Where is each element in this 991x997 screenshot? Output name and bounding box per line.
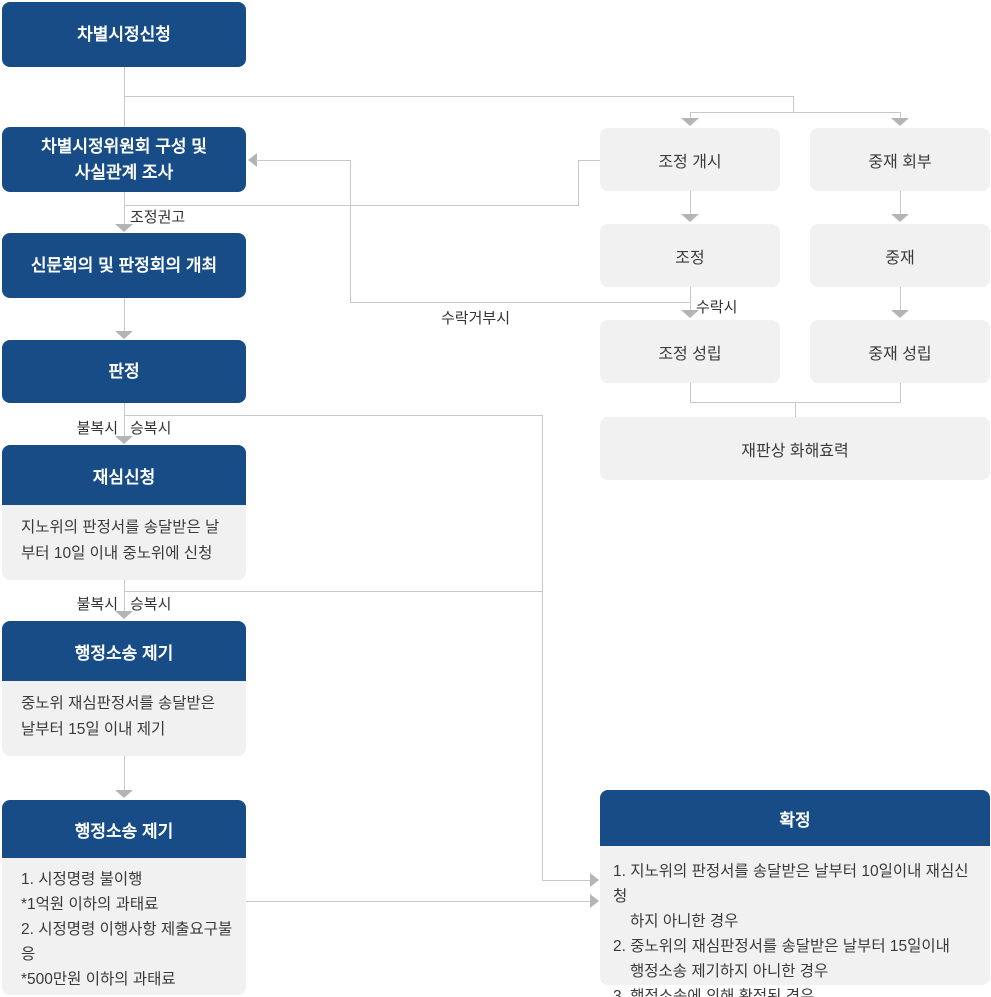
connector-obey2-h [124, 591, 543, 592]
node-mediation-start: 조정 개시 [600, 128, 780, 191]
connector-reject-h2 [350, 302, 690, 303]
connector-reject-v [350, 160, 351, 303]
connector-recommend-into-mediation-start [578, 160, 600, 161]
arrowhead-down-decision [115, 331, 133, 339]
node-description: 지노위의 판정서를 송달받은 날 부터 10일 이내 중노위에 신청 [2, 505, 246, 580]
edge-label-obey-2: 승복시 [130, 596, 172, 613]
edge-label-acceptance: 수락시 [696, 299, 738, 316]
node-title: 확정 [600, 790, 990, 846]
arrowhead-down-arbitration-settlement [891, 310, 909, 318]
node-title: 판정 [108, 361, 140, 381]
node-title: 중재 회부 [868, 153, 932, 171]
node-confirmation: 확정 1. 지노위의 판정서를 송달받은 날부터 10일이내 재심신청 하지 아… [600, 790, 990, 997]
description-line: 행정소송 제기하지 아니한 경우 [630, 963, 829, 980]
connector-obey-merge-v [542, 415, 543, 881]
arrowhead-down-retrial [115, 436, 133, 444]
connector-decision-to-retrial [124, 403, 125, 437]
connector-recommend-v [578, 160, 579, 206]
node-arbitration: 중재 [810, 224, 990, 287]
edge-label-rejection: 수락거부시 [441, 310, 511, 327]
connector-top-branch-h [124, 96, 794, 97]
connector-referral-to-arbitration [900, 191, 901, 216]
description-line: 날부터 15일 이내 제기 [21, 721, 166, 738]
description-line: 지노위의 판정서를 송달받은 날 [21, 519, 220, 536]
arrowhead-down-mediation [681, 214, 699, 222]
node-title: 조정 개시 [658, 153, 722, 171]
node-admin-lawsuit-2: 행정소송 제기 1. 시정명령 불이행 *1억원 이하의 과태료 2. 시정명령… [2, 800, 246, 995]
node-mediation: 조정 [600, 224, 780, 287]
arrowhead-down-arbitration [891, 214, 909, 222]
arrowhead-right-confirmation-2 [590, 894, 599, 908]
connector-recommend-h [124, 205, 579, 206]
description-line: *1억원 이하의 과태료 [21, 896, 159, 913]
connector-to-mediation-start [690, 112, 691, 120]
node-title-line2: 사실관계 조사 [74, 162, 174, 182]
arrowhead-down-mediation-settlement [681, 310, 699, 318]
connector-settlement-merge-left [690, 383, 691, 403]
connector-committee-to-hearing [124, 192, 125, 225]
edge-label-disobey-2: 불복시 [76, 596, 118, 613]
arrowhead-down-arbitration-referral [891, 118, 909, 126]
arrowhead-right-confirmation-1 [590, 873, 599, 887]
node-admin-lawsuit-1: 행정소송 제기 중노위 재심판정서를 송달받은 날부터 15일 이내 제기 [2, 621, 246, 756]
node-description: 1. 지노위의 판정서를 송달받은 날부터 10일이내 재심신청 하지 아니한 … [600, 846, 990, 997]
connector-apply-to-committee [124, 67, 125, 127]
arrowhead-down-mediation-start [681, 118, 699, 126]
node-title: 재판상 화해효력 [741, 442, 849, 460]
node-title: 조정 [675, 249, 705, 267]
node-description: 중노위 재심판정서를 송달받은 날부터 15일 이내 제기 [2, 681, 246, 756]
node-mediation-settlement: 조정 성립 [600, 320, 780, 383]
node-title: 조정 성립 [658, 345, 722, 363]
node-discrimination-application: 차별시정신청 [2, 2, 246, 67]
node-hearing-meeting: 신문회의 및 판정회의 개최 [2, 233, 246, 298]
node-judicial-settlement-effect: 재판상 화해효력 [600, 417, 990, 480]
node-decision: 판정 [2, 340, 246, 403]
connector-to-judicial-effect [795, 402, 796, 417]
node-arbitration-settlement: 중재 성립 [810, 320, 990, 383]
node-title: 중재 성립 [868, 345, 932, 363]
description-line: 2. 시정명령 이행사항 제출요구불응 [21, 921, 233, 963]
connector-settlement-merge-right [900, 383, 901, 403]
node-title: 재심신청 [2, 445, 246, 505]
arrowhead-down-lawsuit1 [115, 611, 133, 619]
edge-label-mediation-recommendation: 조정권고 [130, 209, 186, 226]
node-description: 1. 시정명령 불이행 *1억원 이하의 과태료 2. 시정명령 이행사항 제출… [2, 858, 246, 995]
connector-split-h [690, 112, 901, 113]
connector-top-branch-v [793, 96, 794, 112]
description-line: 1. 시정명령 불이행 [21, 871, 143, 888]
node-title: 차별시정신청 [77, 24, 171, 44]
node-title-line1: 차별시정위원회 구성 및 [41, 137, 207, 156]
connector-reject-h1 [256, 160, 350, 161]
arrowhead-down-hearing [115, 224, 133, 232]
connector-obey1-h [124, 415, 543, 416]
description-line: 부터 10일 이내 중노위에 신청 [21, 545, 213, 562]
connector-mediation-start-to-mediation [690, 191, 691, 216]
connector-to-confirmation-1 [542, 880, 590, 881]
description-line: 3. 행정소송에 의해 확정된 경우 [613, 988, 815, 997]
node-arbitration-referral: 중재 회부 [810, 128, 990, 191]
connector-mediation-to-settlement [690, 287, 691, 312]
description-line: *500만원 이하의 과태료 [21, 971, 176, 988]
edge-label-obey-1: 승복시 [130, 420, 172, 437]
node-committee-formation: 차별시정위원회 구성 및 사실관계 조사 [2, 127, 246, 192]
arrowhead-down-lawsuit2 [115, 790, 133, 798]
connector-lawsuit1-to-lawsuit2 [124, 756, 125, 792]
description-line: 2. 중노위의 재심판정서를 송달받은 날부터 15일이내 [613, 938, 950, 955]
description-line: 하지 아니한 경우 [630, 913, 739, 930]
node-title: 중재 [885, 249, 915, 267]
connector-to-confirmation-2 [246, 901, 590, 902]
connector-to-arbitration-referral [900, 112, 901, 120]
node-title: 행정소송 제기 [2, 800, 246, 858]
description-line: 1. 지노위의 판정서를 송달받은 날부터 10일이내 재심신청 [613, 863, 969, 905]
node-title: 행정소송 제기 [2, 621, 246, 681]
node-retrial-application: 재심신청 지노위의 판정서를 송달받은 날 부터 10일 이내 중노위에 신청 [2, 445, 246, 580]
edge-label-disobey-1: 불복시 [76, 420, 118, 437]
arrowhead-left-committee [248, 153, 257, 167]
connector-hearing-to-decision [124, 298, 125, 333]
connector-retrial-to-lawsuit1 [124, 580, 125, 613]
connector-arbitration-to-settlement [900, 287, 901, 312]
description-line: 중노위 재심판정서를 송달받은 [21, 695, 215, 712]
node-title: 신문회의 및 판정회의 개최 [30, 255, 218, 275]
